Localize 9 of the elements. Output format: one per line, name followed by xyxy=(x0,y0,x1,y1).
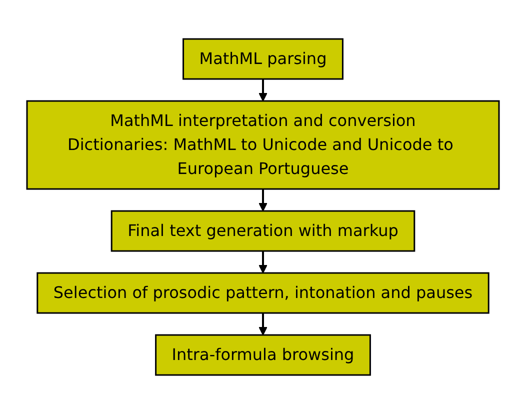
arrow xyxy=(258,79,268,102)
node-box: Intra-formula browsing xyxy=(155,334,371,376)
node-box: Final text generation with markup xyxy=(110,210,416,252)
node-box: MathML parsing xyxy=(182,38,344,80)
node-box: Selection of prosodic pattern, intonation and pauses xyxy=(36,272,490,314)
arrow xyxy=(258,251,268,274)
arrow xyxy=(258,189,268,212)
node-box: MathML interpretation and conversion Dictionaries: MathML to Unicode and Unicode to European Portuguese xyxy=(26,100,500,190)
arrow xyxy=(258,313,268,336)
